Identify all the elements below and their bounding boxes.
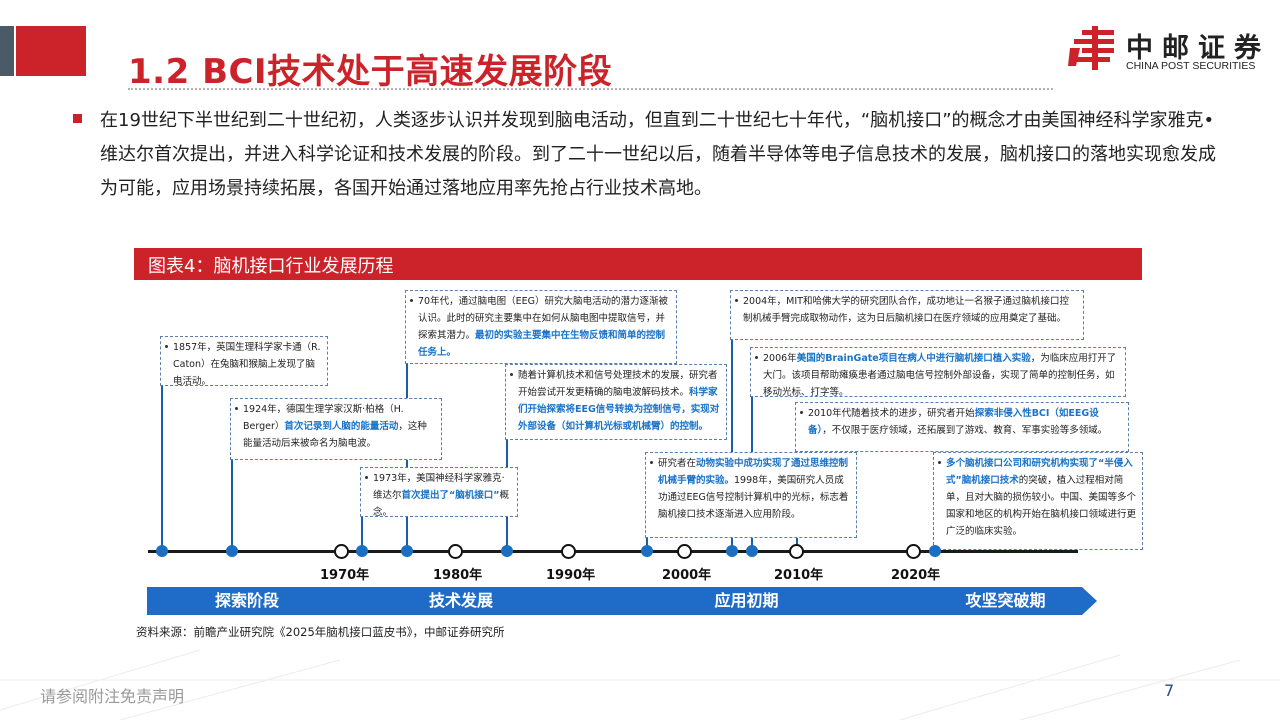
timeline-event-point [501, 545, 513, 557]
year-label: 1980年 [433, 568, 483, 583]
event-highlight: 动物实验中成功实现了通过思维控制机械手臂的实验。 [658, 458, 849, 486]
event-text: ，这种能量活动后来被命名为脑电波。 [243, 421, 427, 449]
page-number: 7 [1164, 681, 1175, 700]
timeline-event-point [641, 545, 653, 557]
timeline-event-point [156, 545, 168, 557]
event-card: 1857年，英国生理科学家卡通（R. Caton）在兔脑和猴脑上发现了脑电活动。 [160, 336, 328, 387]
event-text: 概念。 [373, 490, 510, 518]
timeline-event-point [356, 545, 368, 557]
timeline-stem [731, 290, 733, 550]
phase-label-tech: 技术发展 [428, 591, 493, 610]
event-text: 2004年，MIT和哈佛大学的研究团队合作，成功地让一名猴子通过脑机接口控制机械… [743, 296, 1069, 324]
timeline-axis [148, 550, 1078, 553]
event-card: 70年代，通过脑电图（EEG）研究大脑电活动的潜力逐渐被认识。此时的研究主要集中… [405, 290, 677, 364]
timeline-event-point [226, 545, 238, 557]
event-text: 1998年，美国研究人员成功通过EEG信号控制计算机中的光标，标志着脑机接口技术… [658, 475, 849, 520]
event-highlight: 科学家们开始探索将EEG信号转换为控制信号，实现对外部设备（如计算机光标或机械臂… [518, 387, 720, 432]
phase-label-early: 应用初期 [714, 591, 779, 610]
event-highlight: 美国的BrainGate项目在病人中进行脑机接口植入实验 [796, 353, 1031, 364]
china-post-emblem-icon [1068, 26, 1114, 70]
event-text: 的突破，植入过程相对简单，且对大脑的损伤较小。中国、美国等多个国家和地区的机构开… [946, 475, 1137, 537]
event-card: 1924年，德国生理学家汉斯·柏格（H. Berger）首次记录到人脑的能量活动… [230, 398, 442, 460]
bullet-dot [410, 299, 413, 302]
page-title: 1.2 BCI技术处于高速发展阶段 [128, 52, 613, 92]
timeline-stem [161, 336, 163, 550]
year-label: 1970年 [320, 568, 370, 583]
year-label: 2010年 [774, 568, 824, 583]
bullet-square [73, 114, 82, 123]
decade-marker [677, 544, 692, 559]
event-text: 1924年，德国生理学家汉斯·柏格（H. Berger） [243, 404, 404, 432]
bullet-dot [365, 476, 368, 479]
bullet-dot [938, 461, 941, 464]
event-card: 随着计算机技术和信号处理技术的发展，研究者开始尝试开发更精确的脑电波解码技术。科… [505, 364, 727, 440]
event-highlight: 多个脑机接口公司和研究机构实现了“半侵入式”脑机接口技术 [946, 458, 1133, 486]
decade-marker [448, 544, 463, 559]
disclaimer-link[interactable]: 请参阅附注免责声明 [40, 687, 185, 706]
event-text: ，为临床应用打开了大门。该项目帮助瘫痪患者通过脑电信号控制外部设备，实现了简单的… [763, 353, 1117, 398]
bullet-dot [235, 407, 238, 410]
event-highlight: 首次提出了“脑机接口” [401, 490, 500, 501]
event-card: 1973年，美国神经科学家雅克·维达尔首次提出了“脑机接口”概念。 [360, 467, 518, 518]
timeline-event-point [401, 545, 413, 557]
intro-paragraph: 在19世纪下半世纪到二十世纪初，人类逐步认识并发现到脑电活动，但直到二十世纪七十… [100, 110, 1216, 199]
timeline-stem [231, 398, 233, 550]
event-text: 1973年，美国神经科学家雅克·维达尔 [373, 473, 505, 501]
figure-source: 资料来源：前瞻产业研究院《2025年脑机接口蓝皮书》，中邮证券研究所 [136, 625, 505, 639]
logo-chinese-name: 中邮证券 [1126, 33, 1270, 64]
bullet-dot [755, 356, 758, 359]
figure-caption: 图表4：脑机接口行业发展历程 [148, 256, 394, 277]
timeline-event-point [726, 545, 738, 557]
year-label: 2000年 [662, 568, 712, 583]
figure-caption-bar: 图表4：脑机接口行业发展历程 [134, 248, 1142, 280]
event-text: 2006年 [763, 353, 797, 364]
bullet-dot [165, 345, 168, 348]
event-card: 2010年代随着技术的进步，研究者开始探索非侵入性BCI（如EEG设备），不仅限… [795, 402, 1129, 452]
bullet-dot [800, 411, 803, 414]
event-text: 1857年，英国生理科学家卡通（R. Caton）在兔脑和猴脑上发现了脑电活动。 [173, 342, 321, 387]
event-text: 70年代，通过脑电图（EEG）研究大脑电活动的潜力逐渐被认识。此时的研究主要集中… [418, 296, 668, 341]
timeline-stem [506, 364, 508, 550]
bullet-dot [650, 461, 653, 464]
header-accent-red [16, 26, 86, 76]
event-card: 多个脑机接口公司和研究机构实现了“半侵入式”脑机接口技术的突破，植入过程相对简单… [933, 452, 1143, 550]
event-card: 2006年美国的BrainGate项目在病人中进行脑机接口植入实验，为临床应用打… [750, 347, 1126, 398]
event-text: 随着计算机技术和信号处理技术的发展，研究者开始尝试开发更精确的脑电波解码技术。 [518, 370, 718, 398]
timeline-event-point [746, 545, 758, 557]
header-accent-dark [0, 26, 14, 76]
year-label: 1990年 [546, 568, 596, 583]
timeline-event-point [929, 545, 941, 557]
event-card: 2004年，MIT和哈佛大学的研究团队合作，成功地让一名猴子通过脑机接口控制机械… [730, 290, 1084, 340]
decade-marker [906, 544, 921, 559]
title-divider [128, 88, 1053, 90]
event-highlight: 最初的实验主要集中在生物反馈和简单的控制任务上。 [418, 330, 666, 358]
decade-marker [334, 544, 349, 559]
logo-english-name: CHINA POST SECURITIES [1126, 60, 1256, 72]
event-text: ，不仅限于医疗领域，还拓展到了游戏、教育、军事实验等多领域。 [822, 425, 1108, 436]
decade-marker [561, 544, 576, 559]
bullet-dot [735, 299, 738, 302]
event-card: 研究者在动物实验中成功实现了通过思维控制机械手臂的实验。1998年，美国研究人员… [645, 452, 857, 538]
bullet-dot [510, 373, 513, 376]
phase-label-explore: 探索阶段 [214, 591, 279, 610]
company-logo: 中邮证券 CHINA POST SECURITIES [1068, 24, 1268, 74]
event-highlight: 探索非侵入性BCI（如EEG设备） [808, 408, 1099, 436]
year-label: 2020年 [891, 568, 941, 583]
decade-marker [789, 544, 804, 559]
phase-label-breakthrough: 攻坚突破期 [965, 591, 1046, 610]
event-text: 2010年代随着技术的进步，研究者开始 [808, 408, 975, 419]
timeline-stem [751, 348, 753, 550]
event-highlight: 首次记录到人脑的能量活动 [284, 421, 399, 432]
background-decoration [0, 649, 1280, 720]
event-text: 研究者在 [658, 458, 697, 469]
